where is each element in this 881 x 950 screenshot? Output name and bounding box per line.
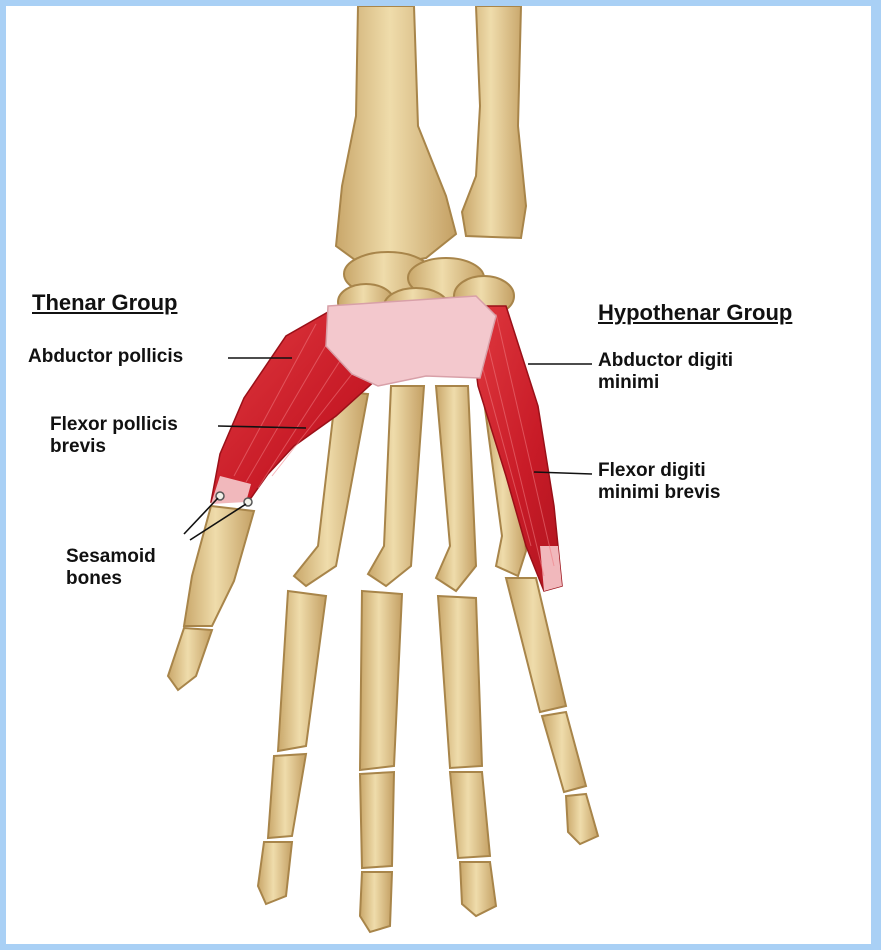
radius-bone [336, 6, 456, 268]
flexor-digiti-minimi-brevis-label: Flexor digiti minimi brevis [598, 460, 768, 504]
ulna-bone [462, 6, 526, 238]
abductor-digiti-minimi-label: Abductor digiti minimi [598, 350, 778, 394]
flexor-pollicis-brevis-label: Flexor pollicis brevis [50, 414, 220, 458]
sesamoid-bones-label: Sesamoid bones [66, 546, 186, 590]
flexor-retinaculum [326, 296, 496, 386]
hypothenar-group-heading: Hypothenar Group [598, 300, 792, 326]
abductor-pollicis-label: Abductor pollicis [28, 346, 183, 368]
thenar-group-heading: Thenar Group [32, 290, 177, 316]
diagram-frame: Thenar Group Hypothenar Group Abductor p… [6, 6, 871, 944]
